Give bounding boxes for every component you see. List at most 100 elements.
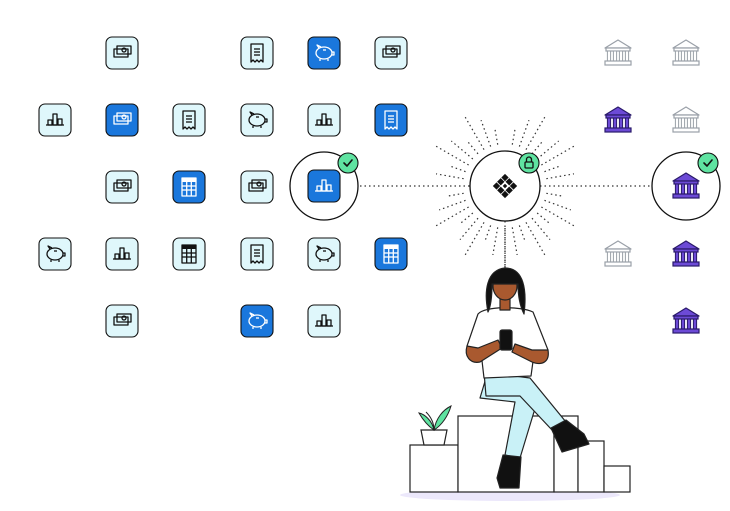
- bar-chart-icon: [315, 113, 333, 126]
- bank-column: [604, 39, 700, 334]
- bar-chart-icon: [113, 247, 131, 260]
- cash-icon: [113, 45, 132, 58]
- grid-tile: [240, 237, 274, 271]
- grid-tile: [105, 36, 139, 70]
- signal-ray: [458, 212, 474, 226]
- connection-lines: [360, 116, 652, 272]
- cash-icon: [113, 179, 132, 192]
- signal-ray: [536, 212, 552, 226]
- bank-icon: [672, 307, 700, 334]
- tile-background: [240, 170, 274, 204]
- signal-ray: [525, 222, 546, 256]
- signal-ray: [546, 192, 565, 198]
- signal-ray: [448, 164, 466, 173]
- check-badge-icon: [697, 152, 719, 174]
- signal-ray: [493, 126, 499, 145]
- tile-background: [307, 36, 341, 70]
- signal-ray: [483, 225, 492, 243]
- signal-ray: [459, 217, 479, 241]
- receipt-icon: [250, 43, 264, 63]
- grid-tile: [38, 103, 72, 137]
- cash-icon: [382, 45, 401, 58]
- potted-plant: [418, 405, 452, 446]
- tile-background: [172, 170, 206, 204]
- check-badge-icon: [337, 152, 359, 174]
- grid-tile: [307, 36, 341, 70]
- spreadsheet-icon: [383, 244, 399, 264]
- grid-tile: [172, 170, 206, 204]
- stairs: [409, 415, 631, 493]
- tile-background: [105, 304, 139, 338]
- signal-ray: [464, 116, 485, 150]
- piggy-bank-icon: [315, 245, 335, 262]
- receipt-icon: [384, 110, 398, 130]
- tile-background: [105, 103, 139, 137]
- grid-tile: [240, 103, 274, 137]
- icon-grid: [38, 36, 408, 338]
- tile-background: [240, 237, 274, 271]
- grid-tile: [374, 237, 408, 271]
- signal-ray: [541, 206, 575, 227]
- tile-background: [105, 170, 139, 204]
- signal-ray: [492, 227, 499, 256]
- piggy-bank-icon: [315, 44, 335, 61]
- network-nodes: [289, 150, 721, 222]
- bank-icon: [672, 106, 700, 133]
- tile-background: [374, 237, 408, 271]
- grid-tile: [240, 304, 274, 338]
- signal-ray: [531, 139, 545, 155]
- signal-ray: [536, 140, 560, 160]
- grid-tile: [172, 103, 206, 137]
- grid-tile: [172, 237, 206, 271]
- person-with-phone: [465, 267, 590, 489]
- signal-ray: [445, 192, 464, 198]
- tile-background: [38, 103, 72, 137]
- spreadsheet-icon: [181, 177, 197, 197]
- tile-background: [172, 237, 206, 271]
- tile-background: [374, 36, 408, 70]
- bar-chart-icon: [315, 179, 333, 192]
- lock-badge-icon: [518, 152, 540, 174]
- signal-ray: [480, 120, 492, 147]
- receipt-icon: [250, 244, 264, 264]
- signal-ray: [518, 225, 527, 243]
- bank-icon: [604, 106, 632, 133]
- tile-background: [240, 36, 274, 70]
- signal-ray: [450, 140, 474, 160]
- grid-tile: [105, 304, 139, 338]
- bank-icon: [672, 39, 700, 66]
- signal-ray: [464, 222, 485, 256]
- signal-ray: [518, 120, 530, 147]
- grid-tile: [240, 170, 274, 204]
- tile-background: [307, 237, 341, 271]
- signal-ray: [525, 116, 546, 150]
- bar-chart-icon: [46, 113, 64, 126]
- signal-ray: [511, 227, 518, 256]
- signal-ray: [544, 164, 562, 173]
- grid-tile: [105, 170, 139, 204]
- app-tile: [307, 169, 341, 203]
- grid-tile: [307, 304, 341, 338]
- tile-background: [307, 103, 341, 137]
- piggy-bank-icon: [46, 245, 66, 262]
- piggy-bank-icon: [248, 312, 268, 329]
- tile-background: [240, 103, 274, 137]
- receipt-icon: [182, 110, 196, 130]
- bar-chart-icon: [315, 314, 333, 327]
- tile-background: [105, 237, 139, 271]
- piggy-bank-icon: [248, 111, 268, 128]
- signal-ray: [435, 206, 469, 227]
- cash-icon: [113, 112, 132, 125]
- signal-ray: [465, 139, 479, 155]
- bank-icon: [672, 172, 700, 199]
- signal-ray: [546, 173, 575, 180]
- grid-tile: [374, 103, 408, 137]
- signal-ray: [435, 145, 469, 166]
- grid-tile: [307, 237, 341, 271]
- signal-ray: [544, 199, 571, 211]
- cash-icon: [248, 179, 267, 192]
- person-scene: [400, 267, 631, 501]
- signal-ray: [439, 199, 466, 211]
